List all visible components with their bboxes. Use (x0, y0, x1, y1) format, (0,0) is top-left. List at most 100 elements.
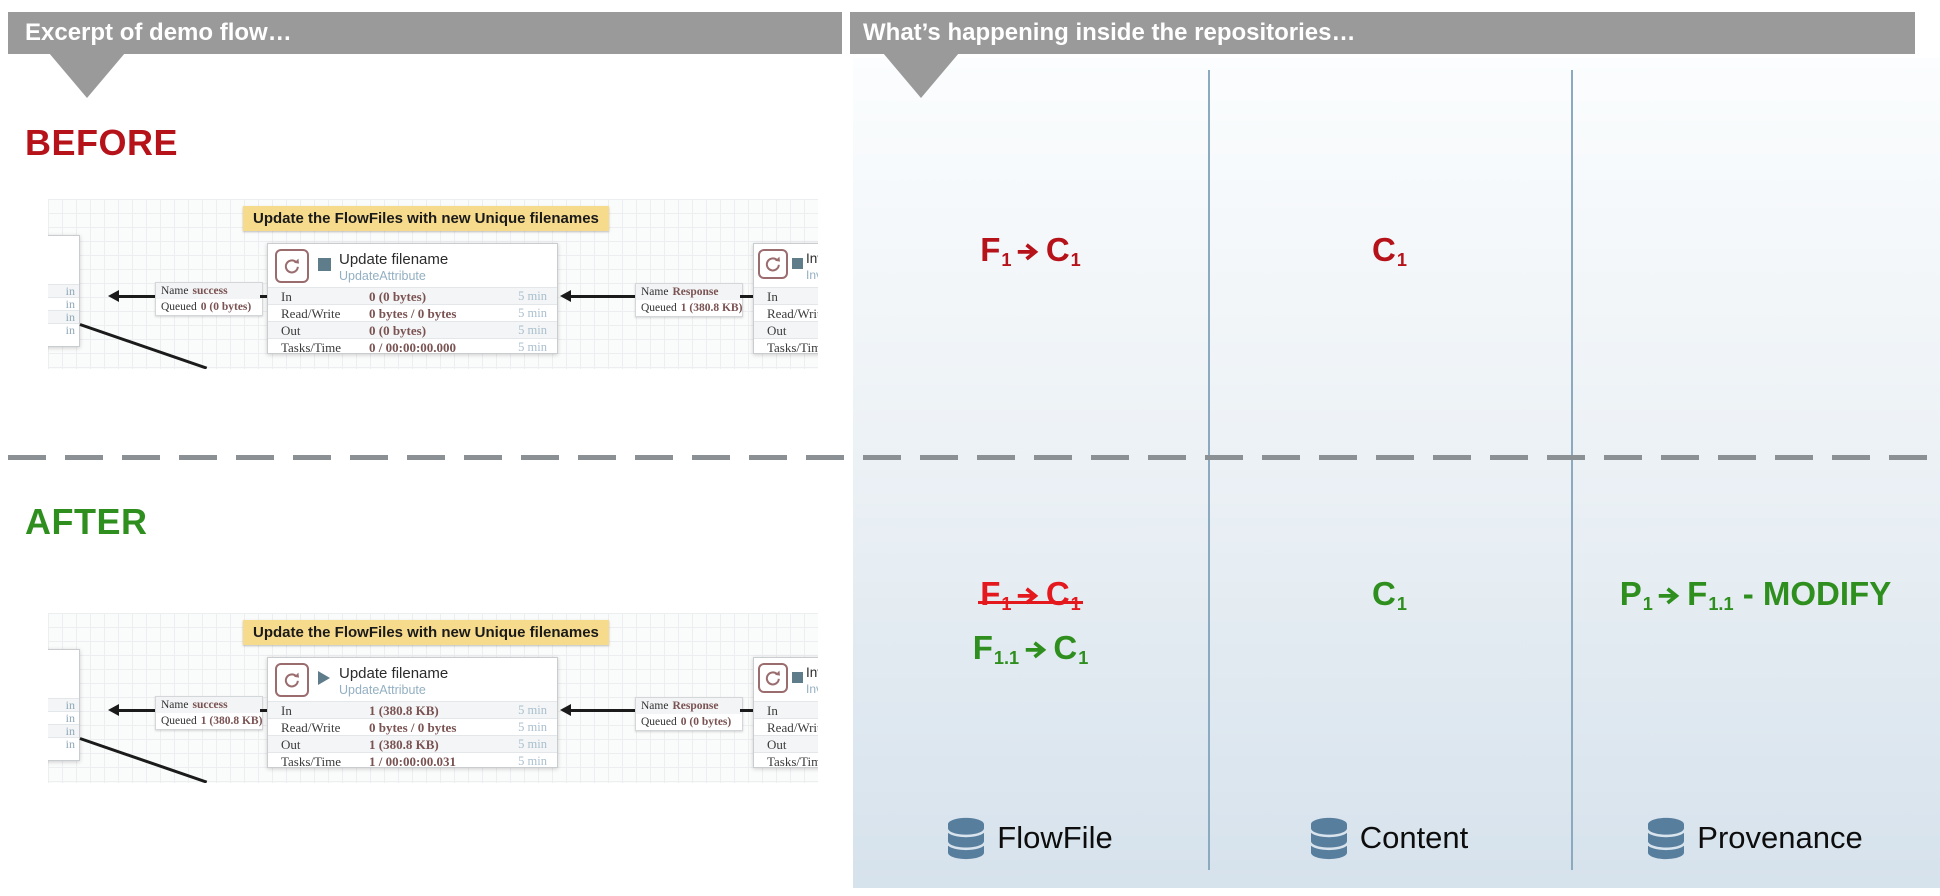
connection-line (740, 295, 753, 298)
stopped-state-icon (792, 258, 803, 269)
flow-caption: Update the FlowFiles with new Unique fil… (243, 206, 609, 231)
processor-type: Inv (806, 682, 818, 696)
stat-row-out: Out (754, 735, 818, 753)
thick-right-arrow-icon (1017, 587, 1039, 605)
processor-title: Update filename (339, 251, 449, 268)
connection-line-diagonal (79, 737, 208, 783)
right-section-banner: What’s happening inside the repositories… (850, 12, 1915, 54)
stat-row-in: In 1 (380.8 KB) 5 min (268, 701, 557, 719)
connection-line (740, 709, 753, 712)
truncated-left-processor: in in in in (48, 649, 80, 761)
right-banner-pointer-icon (883, 53, 959, 98)
stat-row-out: Out (754, 321, 818, 339)
flowfile-repository-label: FlowFile (997, 820, 1113, 855)
processor-title: Inv (806, 251, 818, 266)
processor-type: UpdateAttribute (339, 269, 426, 283)
processor-icon (758, 249, 788, 279)
flow-caption: Update the FlowFiles with new Unique fil… (243, 620, 609, 645)
stat-row-in: In (754, 701, 818, 719)
truncated-stat-window: in (48, 711, 79, 725)
stat-row-readwrite: Read/Write 0 bytes / 0 bytes 5 min (268, 304, 557, 322)
stat-row-out: Out 1 (380.8 KB) 5 min (268, 735, 557, 753)
truncated-stat-window: in (48, 698, 79, 712)
column-divider-flowfile-content (1208, 70, 1210, 870)
truncated-stat-window: in (48, 724, 79, 738)
connection-line (260, 295, 267, 298)
left-section-banner: Excerpt of demo flow… (8, 12, 842, 54)
arrowhead-icon (108, 290, 119, 302)
stat-row-out: Out 0 (0 bytes) 5 min (268, 321, 557, 339)
left-banner-title: Excerpt of demo flow… (25, 19, 292, 46)
after-heading: AFTER (25, 501, 148, 542)
running-state-icon (318, 671, 330, 685)
before-heading: BEFORE (25, 122, 179, 163)
stat-row-readwrite: Read/Write (754, 304, 818, 322)
stopped-state-icon (792, 672, 803, 683)
stat-row-in: In 0 (0 bytes) 5 min (268, 287, 557, 305)
truncated-stat-window: in (48, 297, 79, 311)
database-icon (1310, 817, 1347, 859)
database-icon (1648, 817, 1685, 859)
thick-right-arrow-icon (1659, 587, 1680, 605)
flow-screenshot-before: Update the FlowFiles with new Unique fil… (48, 199, 818, 369)
connection-line (119, 295, 155, 298)
update-attribute-icon (275, 663, 309, 697)
repositories-panel (853, 58, 1940, 888)
after-content-repo-entry: C1 (1372, 575, 1407, 615)
before-after-divider (8, 455, 1940, 460)
truncated-left-processor: in in in in (48, 235, 80, 347)
truncated-stat-window: in (48, 284, 79, 298)
stat-row-tasks: Tasks/Time 1 / 00:00:00.031 5 min (268, 752, 557, 770)
provenance-repository-label: Provenance (1697, 820, 1863, 855)
connection-line (571, 295, 635, 298)
truncated-stat-window: in (48, 323, 79, 337)
processor-type: UpdateAttribute (339, 683, 426, 697)
truncated-right-processor: Inv Inv In Read/Write Out Tasks/Time (753, 243, 818, 356)
thick-right-arrow-icon (1017, 243, 1039, 261)
flow-screenshot-after: Update the FlowFiles with new Unique fil… (48, 613, 818, 783)
stat-row-in: In (754, 287, 818, 305)
arrowhead-icon (560, 290, 571, 302)
thick-right-arrow-icon (1025, 641, 1046, 659)
before-content-repo-entry: C1 (1372, 231, 1407, 271)
processor-icon (758, 663, 788, 693)
stat-row-tasks: Tasks/Time (754, 752, 818, 770)
connection-line (571, 709, 635, 712)
arrowhead-icon (108, 704, 119, 716)
arrowhead-icon (560, 704, 571, 716)
stat-row-readwrite: Read/Write 0 bytes / 0 bytes 5 min (268, 718, 557, 736)
left-banner-pointer-icon (49, 53, 125, 98)
flowfile-repository-label-group: FlowFile (853, 806, 1208, 870)
processor-update-filename: Update filename UpdateAttribute In 1 (38… (267, 657, 558, 770)
processor-update-filename: Update filename UpdateAttribute In 0 (0 … (267, 243, 558, 355)
database-icon (948, 817, 985, 859)
connection-line (119, 709, 155, 712)
truncated-right-processor: Inv Inv In Read/Write Out Tasks/Time (753, 657, 818, 770)
provenance-repository-label-group: Provenance (1571, 806, 1940, 870)
stat-row-tasks: Tasks/Time (754, 338, 818, 356)
content-repository-label: Content (1359, 820, 1469, 855)
processor-title: Inv (806, 665, 818, 680)
right-banner-title: What’s happening inside the repositories… (863, 19, 1356, 46)
stat-row-readwrite: Read/Write (754, 718, 818, 736)
stopped-state-icon (318, 258, 331, 271)
